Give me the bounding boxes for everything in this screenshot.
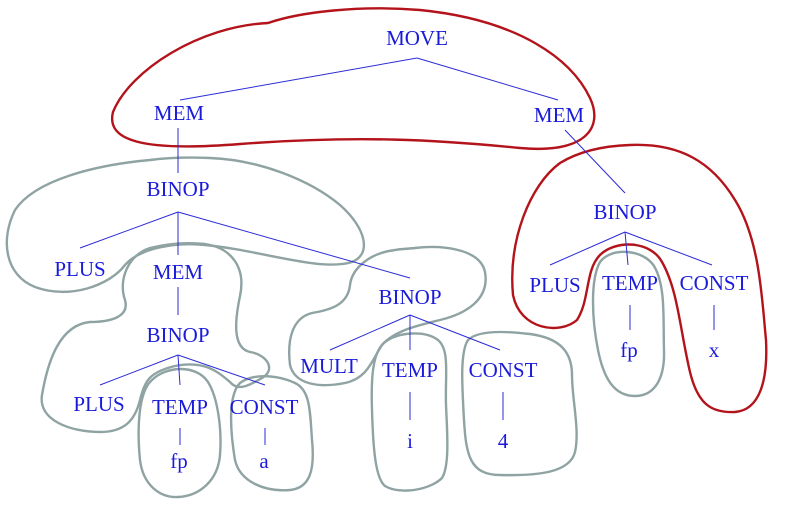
node-mult: MULT — [300, 354, 358, 378]
node-temp-1: TEMP — [152, 395, 208, 419]
node-binop-3: BINOP — [378, 285, 441, 309]
tile-temp-i — [370, 332, 449, 492]
node-binop-4: BINOP — [593, 200, 656, 224]
node-plus-1: PLUS — [54, 257, 105, 281]
node-const-1: CONST — [230, 395, 299, 419]
node-plus-2: PLUS — [73, 392, 124, 416]
node-x: x — [709, 338, 720, 362]
node-const-3: CONST — [680, 271, 749, 295]
tile-temp-fp-left — [137, 367, 222, 499]
tree-nodes: MOVE MEM MEM BINOP PLUS MEM BINOP PLUS T… — [54, 26, 748, 473]
tile-binop-plus-right — [511, 143, 768, 414]
node-mem-left: MEM — [154, 101, 205, 125]
node-move: MOVE — [386, 26, 448, 50]
tile-temp-fp-right — [591, 250, 666, 398]
node-plus-3: PLUS — [529, 273, 580, 297]
tile-binop-mult — [288, 245, 487, 387]
node-binop-1: BINOP — [146, 177, 209, 201]
node-fp-1: fp — [170, 449, 188, 473]
tile-const-4 — [461, 330, 578, 477]
node-a: a — [259, 449, 269, 473]
node-i: i — [407, 429, 413, 453]
node-mem-right: MEM — [534, 103, 585, 127]
tile-move-mem-mem — [110, 7, 596, 151]
node-const-2: CONST — [469, 358, 538, 382]
node-mem-inner: MEM — [153, 260, 204, 284]
node-binop-2: BINOP — [146, 323, 209, 347]
node-temp-2: TEMP — [382, 358, 438, 382]
tile-mem-binop-plus — [40, 242, 271, 434]
node-fp-2: fp — [620, 338, 638, 362]
tile-const-a — [229, 375, 314, 492]
node-temp-3: TEMP — [602, 271, 658, 295]
node-four: 4 — [498, 429, 509, 453]
tree-edges — [79, 57, 715, 445]
